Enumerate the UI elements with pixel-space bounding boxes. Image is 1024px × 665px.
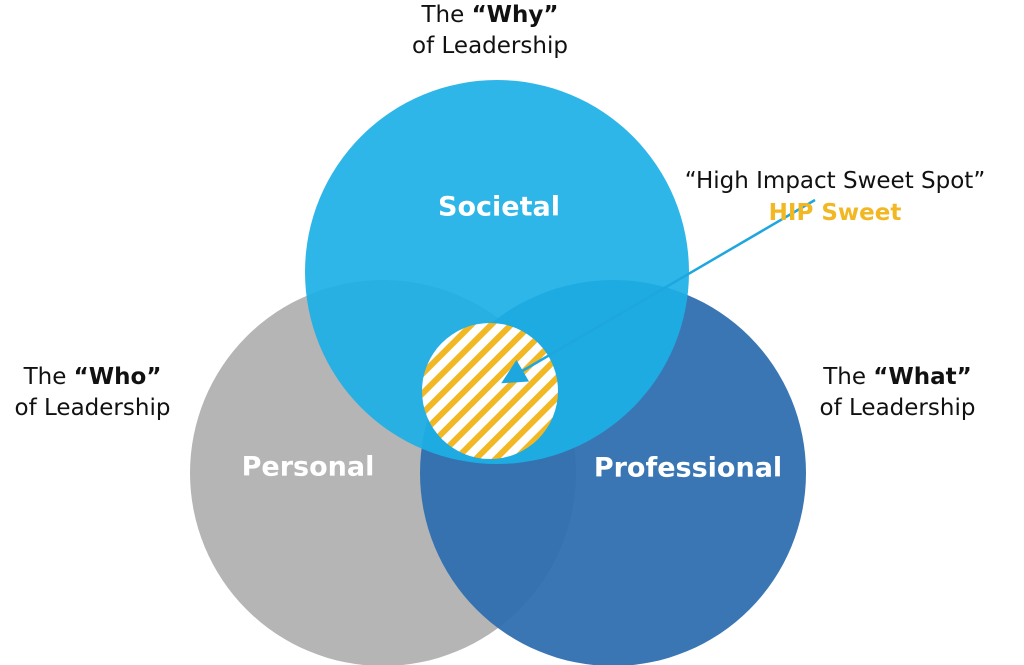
why-label: The “Why” of Leadership — [390, 0, 590, 62]
societal-label: Societal — [438, 191, 560, 223]
societal-circle — [305, 80, 689, 464]
why-prefix: The — [421, 2, 472, 28]
who-label: The “Who” of Leadership — [0, 362, 185, 424]
callout-arrow — [501, 198, 816, 384]
sweet-spot-circle — [422, 323, 558, 459]
what-prefix: The — [823, 364, 874, 390]
what-key: “What” — [873, 364, 972, 390]
why-suffix: of Leadership — [412, 33, 568, 59]
callout-quote: “High Impact Sweet Spot” — [684, 168, 986, 194]
why-key: “Why” — [471, 2, 559, 28]
who-suffix: of Leadership — [14, 395, 171, 421]
personal-label: Personal — [241, 451, 375, 483]
who-prefix: The — [23, 364, 74, 390]
who-key: “Who” — [73, 364, 162, 390]
what-suffix: of Leadership — [819, 395, 976, 421]
professional-label: Professional — [593, 452, 783, 484]
what-label: The “What” of Leadership — [800, 362, 995, 424]
callout-title: HIP Sweet — [768, 200, 902, 226]
